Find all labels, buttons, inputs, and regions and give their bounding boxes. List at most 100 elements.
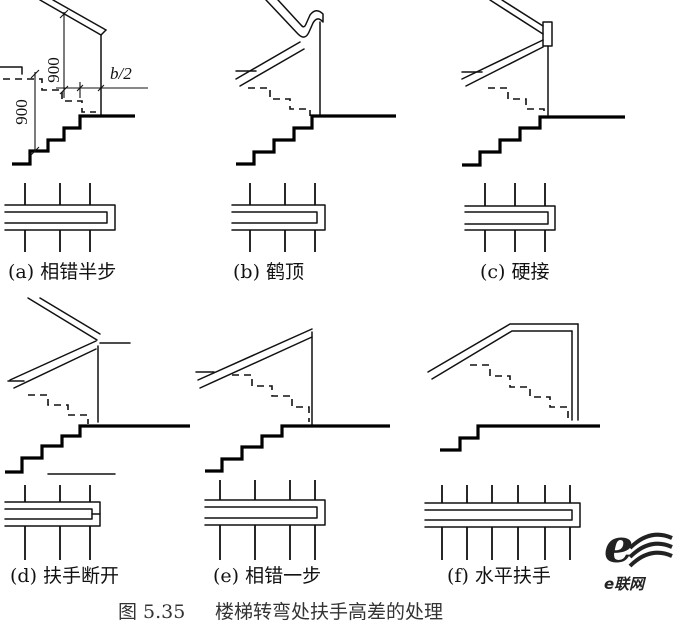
- panel-d-plan: [4, 485, 101, 560]
- handrail-outer-edge: [464, 205, 556, 231]
- panel-b-plan: [231, 183, 326, 252]
- dimension-tick: [30, 69, 40, 79]
- panel-e-label: (e) 相错一步: [213, 565, 321, 587]
- handrail-fill: [232, 205, 325, 230]
- upper-handrail: [39, 0, 107, 36]
- upper-height-dimension: 900: [44, 57, 63, 83]
- panel-b-label: (b) 鹤顶: [233, 261, 304, 283]
- handrail-fill: [425, 503, 580, 527]
- dimension-tick: [59, 9, 69, 19]
- upper-flight-steps-hidden: [248, 87, 311, 116]
- panel-a-label: (a) 相错半步: [8, 261, 116, 283]
- figure-number: 图 5.35: [118, 601, 185, 623]
- handrail-outer-edge: [204, 499, 326, 526]
- handrail-inner-edge: [464, 211, 549, 225]
- panel-a-plan: [4, 183, 116, 252]
- handrail-edge: [27, 297, 98, 341]
- handrail-edge: [0, 66, 23, 75]
- handrail-plan: [464, 205, 556, 231]
- dimension-tick: [97, 84, 105, 92]
- lower-handrail: [0, 66, 23, 75]
- handrail-edge: [265, 0, 323, 38]
- panel-b-section: [235, 0, 396, 166]
- panel-f-plan: [424, 485, 581, 560]
- handrail-edge: [52, 0, 107, 31]
- lower-flight-steps-and-landing: [236, 114, 396, 166]
- logo-stripe: [628, 550, 673, 568]
- post-cap-block: [542, 21, 553, 47]
- handrail-edge: [239, 48, 305, 87]
- lower-flight-steps-and-landing: [440, 424, 600, 452]
- handrail-outer-edge: [424, 502, 581, 528]
- lower-flight-steps-and-landing: [12, 114, 135, 166]
- panel-f-label: (f) 水平扶手: [447, 565, 551, 587]
- panel-e-section: [195, 328, 390, 473]
- handrail-inner-edge: [424, 509, 573, 521]
- panel-f: (f) 水平扶手: [424, 323, 600, 587]
- upper-handrail: [489, 0, 544, 35]
- upper-flight-steps-hidden: [3, 78, 96, 113]
- panel-c-section: [461, 0, 625, 167]
- handrail-edge: [13, 348, 97, 389]
- handrail-inner-edge: [431, 330, 573, 380]
- dimension-tick: [59, 85, 69, 95]
- panel-a: 900 900 b/2 (: [0, 0, 148, 283]
- handrail-end-cap: [100, 29, 107, 36]
- handrail-edge: [501, 0, 544, 27]
- handrail-edge: [39, 0, 102, 36]
- handrail-edge: [489, 0, 544, 35]
- lower-handrail: [461, 39, 544, 87]
- figure-title: 楼梯转弯处扶手高差的处理: [215, 601, 443, 623]
- handrail-inner-edge: [204, 506, 318, 519]
- handrail-fill: [5, 502, 100, 526]
- handrail-edge: [277, 0, 324, 28]
- lower-handrail: [7, 340, 97, 389]
- handrail-plan: [4, 501, 101, 527]
- handrail-plan: [231, 204, 326, 231]
- offset-dimension: b/2: [110, 64, 132, 83]
- lower-height-dimension: 900: [12, 99, 31, 125]
- logo-mark: e: [604, 519, 633, 573]
- panel-d-section: [5, 297, 190, 475]
- logo-text: e联网: [604, 575, 647, 593]
- lower-flight-steps-and-landing: [5, 424, 190, 474]
- handrail-edge: [465, 46, 544, 87]
- panel-c-plan: [464, 183, 556, 252]
- continuous-handrail: [195, 328, 313, 389]
- panel-a-section: 900 900 b/2: [0, 0, 148, 166]
- dimension-tick: [30, 146, 40, 156]
- handrail-edge: [235, 41, 301, 80]
- handrail-inner-edge: [231, 211, 318, 224]
- panel-c: (c) 硬接: [461, 0, 625, 283]
- lower-flight-steps-and-landing: [462, 115, 625, 167]
- panel-d: (d) 扶手断开: [4, 297, 190, 587]
- lower-handrail: [235, 41, 305, 87]
- panel-e: (e) 相错一步: [195, 328, 390, 587]
- upper-flight-steps-hidden: [232, 374, 310, 422]
- panel-d-label: (d) 扶手断开: [10, 565, 119, 587]
- upper-handrail: [27, 297, 101, 341]
- handrail-edge: [39, 297, 101, 335]
- upper-flight-steps-hidden: [488, 87, 545, 116]
- handrail-plan: [4, 204, 116, 231]
- lower-flight-steps-and-landing: [205, 424, 390, 473]
- upper-flight-steps-hidden: [470, 364, 569, 418]
- handrail-edge: [197, 328, 313, 381]
- handrail-plan: [424, 502, 581, 528]
- handrail-edge: [9, 340, 97, 381]
- dimension-lines: 900 900 b/2: [12, 9, 148, 156]
- handrail-fill: [5, 205, 115, 230]
- panel-c-label: (c) 硬接: [480, 261, 550, 283]
- figure-caption: 图 5.35 楼梯转弯处扶手高差的处理: [118, 601, 443, 623]
- upper-flight-steps-hidden: [28, 394, 89, 424]
- handrail-fill: [205, 500, 325, 525]
- logo-stripe: [628, 532, 673, 550]
- handrail-outer-edge: [4, 204, 116, 231]
- panel-b: (b) 鹤顶: [231, 0, 396, 283]
- horizontal-handrail: [427, 323, 579, 380]
- panel-f-section: [427, 323, 600, 452]
- handrail-edge: [461, 39, 544, 80]
- handrail-plan: [204, 499, 326, 526]
- gooseneck-handrail: [265, 0, 324, 38]
